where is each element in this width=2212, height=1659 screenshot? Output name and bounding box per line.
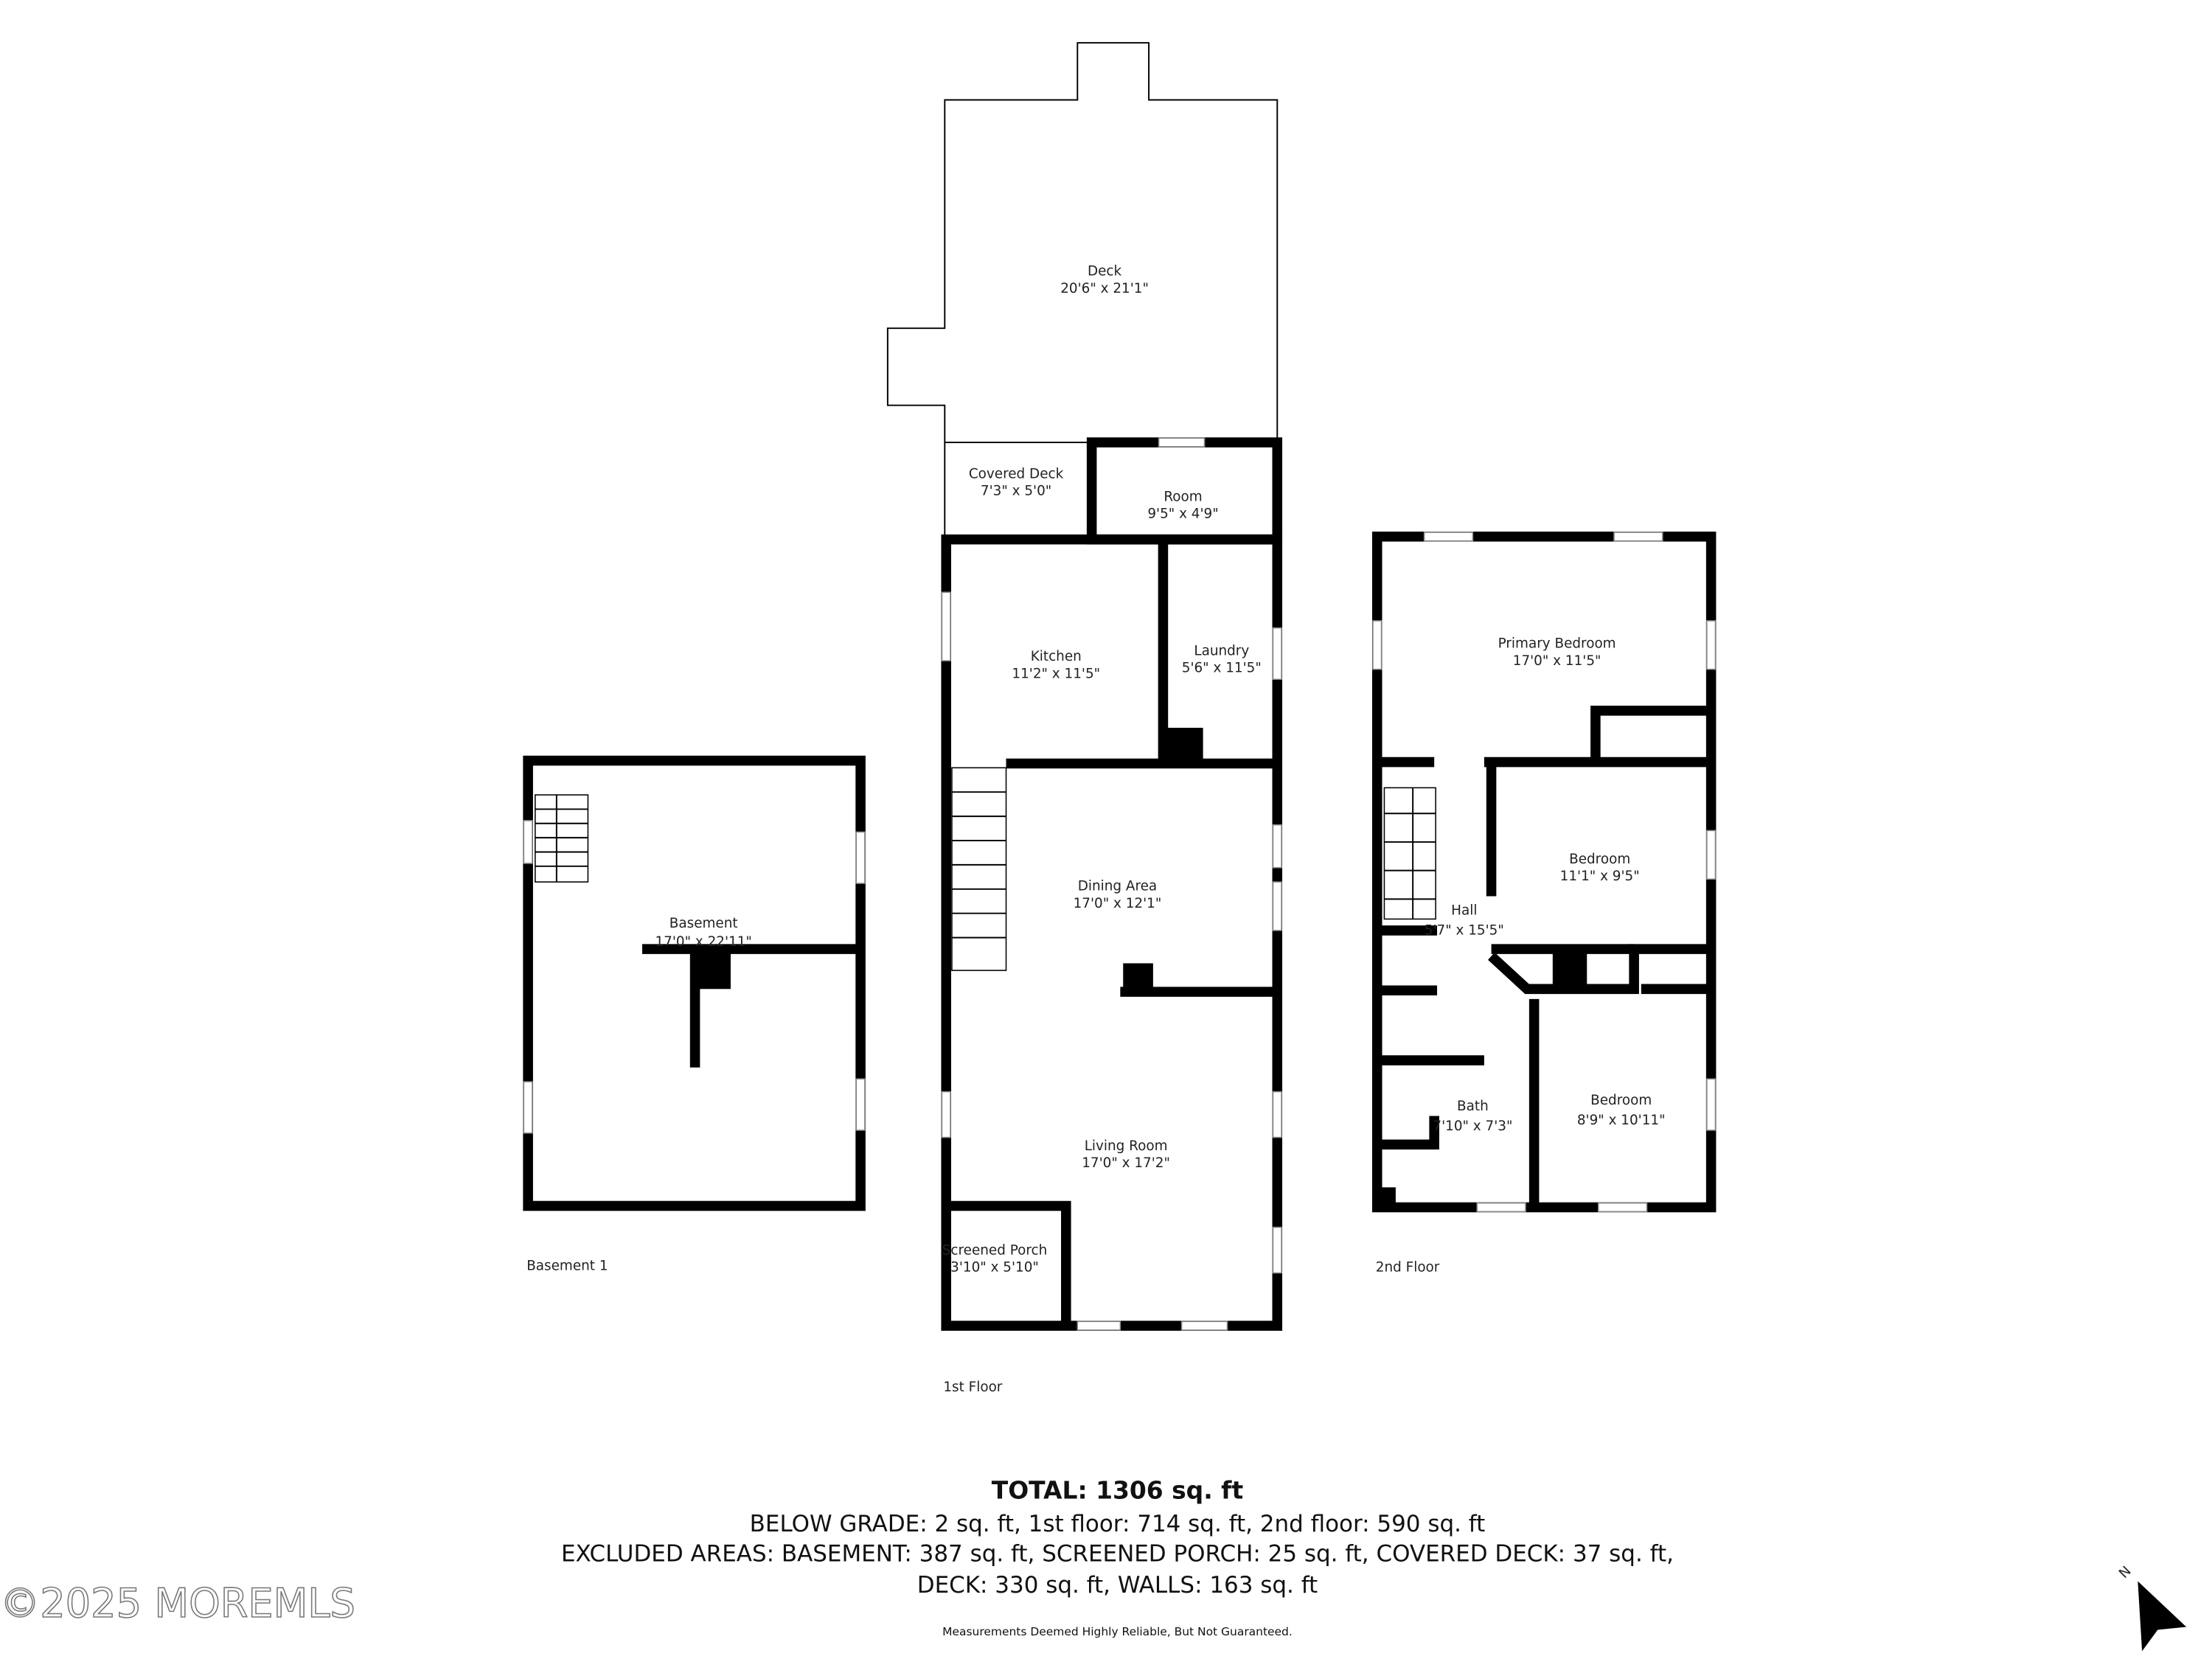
room-dims: 7'10" x 7'3" xyxy=(1433,1119,1512,1134)
area-summary: TOTAL: 1306 sq. ft BELOW GRADE: 2 sq. ft… xyxy=(561,1475,1674,1638)
stairs xyxy=(951,767,1007,971)
room-dims: 11'1" x 9'5" xyxy=(1560,869,1640,884)
room-dims: 9'5" x 4'9" xyxy=(1147,507,1218,522)
north-arrow-icon: N xyxy=(2116,1563,2187,1652)
disclaimer: Measurements Deemed Highly Reliable, But… xyxy=(942,1625,1293,1638)
room-dims: 3'10" x 5'10" xyxy=(950,1260,1039,1276)
total-area: TOTAL: 1306 sq. ft xyxy=(992,1475,1243,1504)
floor-label: 1st Floor xyxy=(943,1380,1002,1395)
room-dims: 7'3" x 5'0" xyxy=(981,484,1051,499)
room-name: Bedroom xyxy=(1590,1093,1652,1108)
room-dims: 11'2" x 11'5" xyxy=(1012,666,1100,681)
room-name: Basement xyxy=(669,916,738,931)
summary-line-1: BELOW GRADE: 2 sq. ft, 1st floor: 714 sq… xyxy=(750,1511,1486,1537)
room-dims: 8'9" x 10'11" xyxy=(1577,1113,1666,1128)
room-dims: 5'6" x 11'5" xyxy=(1182,661,1262,676)
summary-line-3: DECK: 330 sq. ft, WALLS: 163 sq. ft xyxy=(917,1572,1318,1599)
room-dims: 17'0" x 22'11" xyxy=(655,934,751,950)
room-name: Hall xyxy=(1451,903,1477,919)
first-floor-plan: Deck 20'6" x 21'1" Covered Deck 7'3" x 5… xyxy=(886,42,1283,1395)
room-name: Primary Bedroom xyxy=(1498,636,1616,652)
room-name: Room xyxy=(1164,489,1202,504)
north-label: N xyxy=(2116,1563,2135,1582)
room-name: Screened Porch xyxy=(942,1242,1048,1258)
second-floor-plan: Primary Bedroom 17'0" x 11'5" Bedroom 11… xyxy=(1371,531,1717,1276)
room-name: Dining Area xyxy=(1078,879,1157,894)
room-name: Laundry xyxy=(1194,643,1249,658)
room-name: Covered Deck xyxy=(969,466,1064,481)
room-dims: 5'7" x 15'5" xyxy=(1425,923,1504,939)
stairs xyxy=(535,794,589,883)
room-name: Bath xyxy=(1457,1099,1489,1114)
room-dims: 20'6" x 21'1" xyxy=(1060,281,1149,296)
room-name: Deck xyxy=(1088,264,1122,279)
basement-plan: Basement 17'0" x 22'11" Basement 1 xyxy=(523,755,866,1274)
floor-label: Basement 1 xyxy=(526,1259,608,1274)
room-dims: 17'0" x 12'1" xyxy=(1074,896,1162,911)
summary-line-2: EXCLUDED AREAS: BASEMENT: 387 sq. ft, SC… xyxy=(561,1540,1674,1567)
room-name: Living Room xyxy=(1085,1138,1168,1154)
stairs xyxy=(1383,787,1436,920)
room-name: Bedroom xyxy=(1569,852,1630,867)
watermark: ©2025 MOREMLS xyxy=(0,1580,355,1627)
floor-label: 2nd Floor xyxy=(1376,1260,1440,1276)
room-dims: 17'0" x 17'2" xyxy=(1082,1155,1170,1171)
room-name: Kitchen xyxy=(1031,649,1082,664)
room-dims: 17'0" x 11'5" xyxy=(1513,653,1601,669)
